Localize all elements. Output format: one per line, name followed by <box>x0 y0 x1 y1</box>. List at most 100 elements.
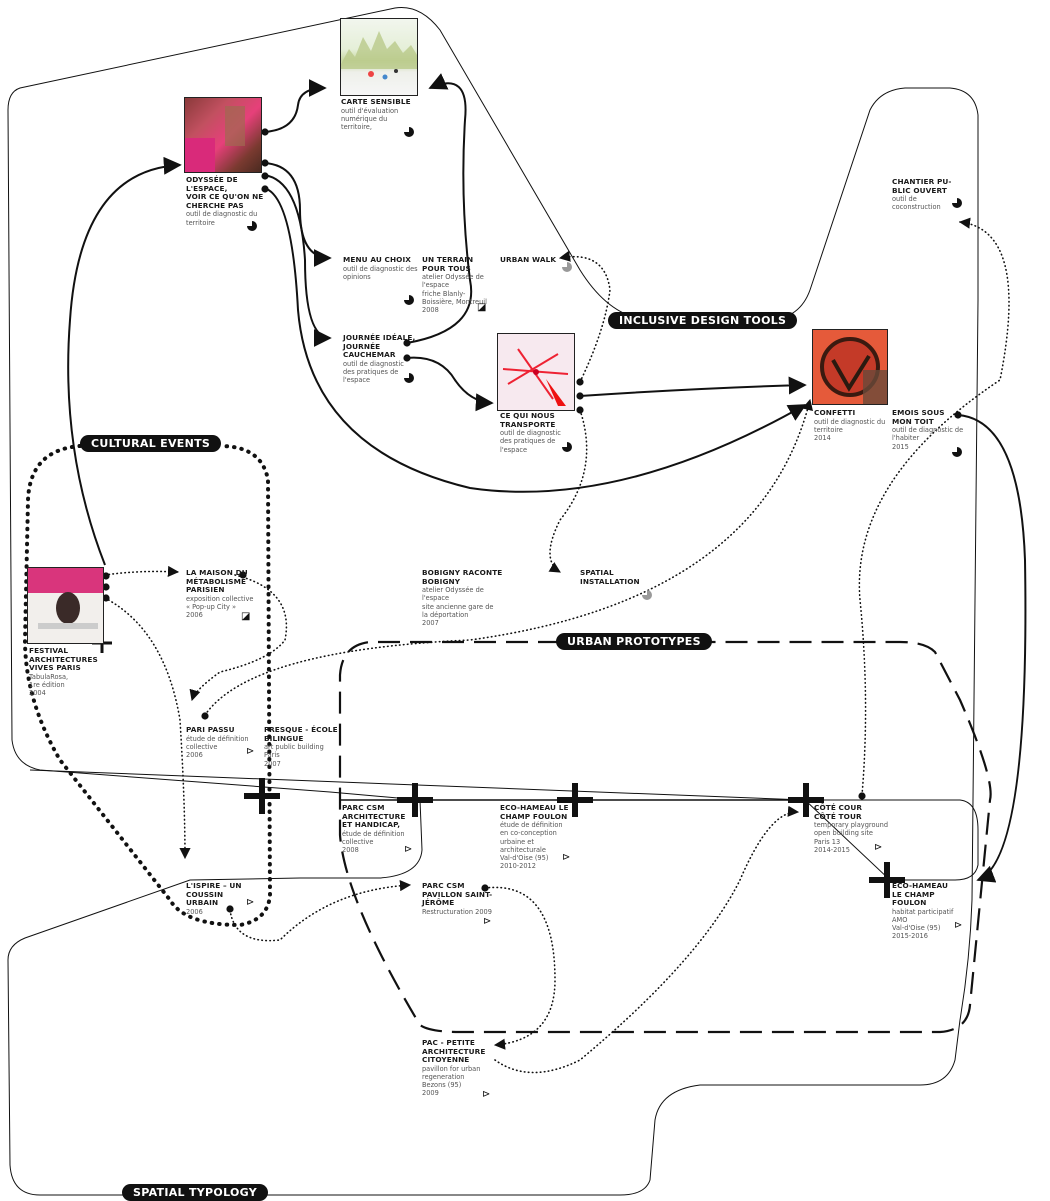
node-desc: Restructuration 2009 <box>422 907 492 916</box>
node-desc: atelier Odyssée de l'espace site ancienn… <box>422 586 494 627</box>
pie-status-icon <box>247 221 257 231</box>
node-title: EMOIS SOUS MON TOIT <box>892 408 945 426</box>
node-desc: outil de diagnostic du territoire 2014 <box>814 417 886 442</box>
node-desc: outil de diagnostic des pratiques de l'e… <box>500 429 561 454</box>
node-title: CONFETTI <box>814 408 856 417</box>
node-pari-passu[interactable]: PARI PASSU étude de définition collectiv… <box>186 725 258 759</box>
node-title: BOBIGNY RACONTE BOBIGNY <box>422 568 503 586</box>
node-cote-cour-cote-tour[interactable]: CÔTÉ COUR CÔTÉ TOUR temporary playground… <box>814 803 896 854</box>
node-title: FRESQUE - ÉCOLE BILINGUE <box>264 725 338 743</box>
node-menu-au-choix[interactable]: MENU AU CHOIX outil de diagnostic des op… <box>343 255 423 281</box>
node-title: ECO-HAMEAU LE CHAMP FOULON <box>500 803 569 821</box>
node-bobigny-raconte[interactable]: BOBIGNY RACONTE BOBIGNY atelier Odyssée … <box>422 568 508 627</box>
node-title: CÔTÉ COUR CÔTÉ TOUR <box>814 803 863 821</box>
node-title: CARTE SENSIBLE <box>341 97 411 106</box>
hand-pointer-icon: ⊳ <box>246 897 255 908</box>
node-title: UN TERRAIN POUR TOUS <box>422 255 474 273</box>
node-desc: pavillon for urban regeneration Bezons (… <box>422 1064 481 1098</box>
hand-pointer-icon: ◪ <box>241 611 251 622</box>
region-urban-outline <box>338 640 992 1034</box>
pie-status-icon <box>952 447 962 457</box>
node-title: PARI PASSU <box>186 725 235 734</box>
node-fresque-ecole[interactable]: FRESQUE - ÉCOLE BILINGUE art public buil… <box>264 725 344 768</box>
node-desc: atelier Odyssée de l'espace friche Blanl… <box>422 273 487 314</box>
festival-architectures-image <box>27 567 104 644</box>
node-title: FESTIVAL ARCHITECTURES VIVES PARIS <box>29 646 98 673</box>
node-eco-hameau-habitat[interactable]: ECO-HAMEAU LE CHAMP FOULON habitat parti… <box>892 881 970 941</box>
node-spatial-installation[interactable]: SPATIAL INSTALLATION <box>580 568 650 586</box>
pie-status-icon <box>642 590 652 600</box>
pie-status-icon <box>404 295 414 305</box>
node-desc: 2006 <box>186 907 203 916</box>
node-desc: TabulaRosa, 1re édition 2004 <box>29 672 69 698</box>
node-desc: outil d'évaluation numérique du territoi… <box>341 106 399 131</box>
node-desc: outil de diagnostic du territoire <box>186 210 258 227</box>
node-desc: outil de diagnostic des opinions <box>343 264 418 281</box>
node-title: L'ISPIRE – UN COUSSIN URBAIN <box>186 881 242 908</box>
node-pac-petite-architecture[interactable]: PAC - PETITE ARCHITECTURE CITOYENNE pavi… <box>422 1038 502 1098</box>
node-emois-sous-mon-toit[interactable]: EMOIS SOUS MON TOIT outil de diagnostic … <box>892 408 964 451</box>
node-title: LA MAISON DU MÉTABOLISME PARISIEN <box>186 568 248 595</box>
category-urban-prototypes: URBAN PROTOTYPES <box>556 633 712 650</box>
node-title: PARC CSM PAVILLON SAINT- JÉRÔME <box>422 881 493 908</box>
pie-status-icon <box>562 262 572 272</box>
node-festival-architectures[interactable]: FESTIVAL ARCHITECTURES VIVES PARIS Tabul… <box>29 646 109 698</box>
node-chantier-public-ouvert[interactable]: CHANTIER PU- BLIC OUVERT outil de cocons… <box>892 177 964 212</box>
region-spatial-outline <box>805 799 979 881</box>
hand-pointer-icon: ⊳ <box>562 852 571 863</box>
node-title: MENU AU CHOIX <box>343 255 412 264</box>
hand-pointer-icon: ⊳ <box>482 1089 491 1100</box>
hand-pointer-icon: ⊳ <box>404 844 413 855</box>
ce-qui-nous-transporte-image <box>497 333 575 411</box>
node-desc: outil de coconstruction <box>892 195 941 212</box>
category-cultural-events: CULTURAL EVENTS <box>80 435 222 452</box>
carte-sensible-image <box>340 18 418 96</box>
node-title: URBAN WALK <box>500 255 557 264</box>
pie-status-icon <box>404 127 414 137</box>
node-title: CE QUI NOUS TRANSPORTE <box>500 411 556 429</box>
node-desc: étude de définition collective 2008 <box>342 829 405 855</box>
hand-pointer-icon: ◪ <box>477 302 487 313</box>
category-inclusive-design-tools: INCLUSIVE DESIGN TOOLS <box>608 312 798 329</box>
confetti-image <box>812 329 888 405</box>
node-inspire-coussin[interactable]: L'ISPIRE – UN COUSSIN URBAIN 2006 <box>186 881 256 916</box>
node-parc-csm-pavillon[interactable]: PARC CSM PAVILLON SAINT- JÉRÔME Restruct… <box>422 881 502 916</box>
pie-status-icon <box>404 373 414 383</box>
node-eco-hameau-etude[interactable]: ECO-HAMEAU LE CHAMP FOULON étude de défi… <box>500 803 580 871</box>
node-desc: exposition collective « Pop-up City » 20… <box>186 594 254 620</box>
node-un-terrain-pour-tous[interactable]: UN TERRAIN POUR TOUS atelier Odyssée de … <box>422 255 500 314</box>
node-parc-csm-handicap[interactable]: PARC CSM ARCHITECTURE ET HANDICAP, étude… <box>342 803 420 855</box>
node-title: JOURNÉE IDÉALE, JOURNÉE CAUCHEMAR <box>343 333 416 360</box>
node-carte-sensible[interactable]: CARTE SENSIBLE outil d'évaluation numéri… <box>341 97 431 131</box>
node-confetti[interactable]: CONFETTI outil de diagnostic du territoi… <box>814 408 894 442</box>
pie-status-icon <box>952 198 962 208</box>
node-title: CHANTIER PU- BLIC OUVERT <box>892 177 952 195</box>
node-desc: art public building Paris 2007 <box>264 743 324 768</box>
node-desc: outil de diagnostic des pratiques de l'e… <box>343 359 404 385</box>
node-ce-qui-nous-transporte[interactable]: CE QUI NOUS TRANSPORTE outil de diagnost… <box>500 411 580 454</box>
node-desc: outil de diagnostic de l'habiter 2015 <box>892 426 964 451</box>
node-desc: temporary playground open building site … <box>814 821 889 854</box>
hand-pointer-icon: ⊳ <box>483 916 492 927</box>
node-title: ODYSSÉE DE L'ESPACE, VOIR CE QU'ON NE CH… <box>186 175 264 210</box>
node-odyssee-espace[interactable]: ODYSSÉE DE L'ESPACE, VOIR CE QU'ON NE CH… <box>186 175 276 227</box>
node-desc: étude de définition en co-conception urb… <box>500 821 563 871</box>
node-title: PARC CSM ARCHITECTURE ET HANDICAP, <box>342 803 406 830</box>
node-title: ECO-HAMEAU LE CHAMP FOULON <box>892 881 949 908</box>
category-spatial-typology: SPATIAL TYPOLOGY <box>122 1184 268 1201</box>
odyssee-espace-image <box>184 97 262 173</box>
hand-pointer-icon: ⊳ <box>954 920 963 931</box>
node-journee-ideale[interactable]: JOURNÉE IDÉALE, JOURNÉE CAUCHEMAR outil … <box>343 333 423 385</box>
hand-pointer-icon: ⊳ <box>874 842 883 853</box>
pie-status-icon <box>562 442 572 452</box>
node-urban-walk[interactable]: URBAN WALK <box>500 255 570 265</box>
node-desc: habitat participatif AMO Val-d'Oise (95)… <box>892 907 954 941</box>
node-title: PAC - PETITE ARCHITECTURE CITOYENNE <box>422 1038 486 1065</box>
node-maison-metabolisme[interactable]: LA MAISON DU MÉTABOLISME PARISIEN exposi… <box>186 568 266 620</box>
node-desc: étude de définition collective 2006 <box>186 734 249 759</box>
node-title: SPATIAL INSTALLATION <box>580 568 640 586</box>
hand-pointer-icon: ⊳ <box>246 746 255 757</box>
region-cultural-outline <box>22 444 273 928</box>
